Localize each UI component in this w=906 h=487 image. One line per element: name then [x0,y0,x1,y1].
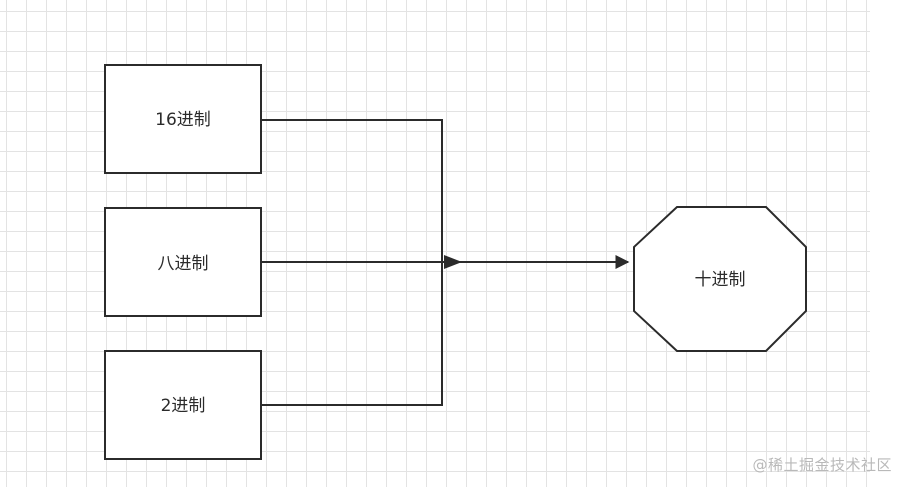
connector-hex-to-bus [261,119,443,262]
connectors [261,119,630,406]
connector-binary-to-bus [261,262,443,406]
node-octal-box [104,207,262,317]
canvas-edge-fade [870,0,906,487]
node-binary-box [104,350,262,460]
node-decimal[interactable]: 十进制 [633,206,807,352]
node-decimal-octagon [633,206,807,352]
node-hex-label: 16进制 [155,110,211,130]
node-hex-box [104,64,262,174]
junction-arrow-icon [444,255,462,269]
node-octal[interactable]: 八进制 [104,207,262,317]
node-binary[interactable]: 2进制 [104,350,262,460]
watermark-text: @稀土掘金技术社区 [752,456,892,474]
node-hex[interactable]: 16进制 [104,64,262,174]
node-decimal-label: 十进制 [695,270,746,290]
node-octal-label: 八进制 [158,254,209,274]
node-binary-label: 2进制 [161,396,206,416]
